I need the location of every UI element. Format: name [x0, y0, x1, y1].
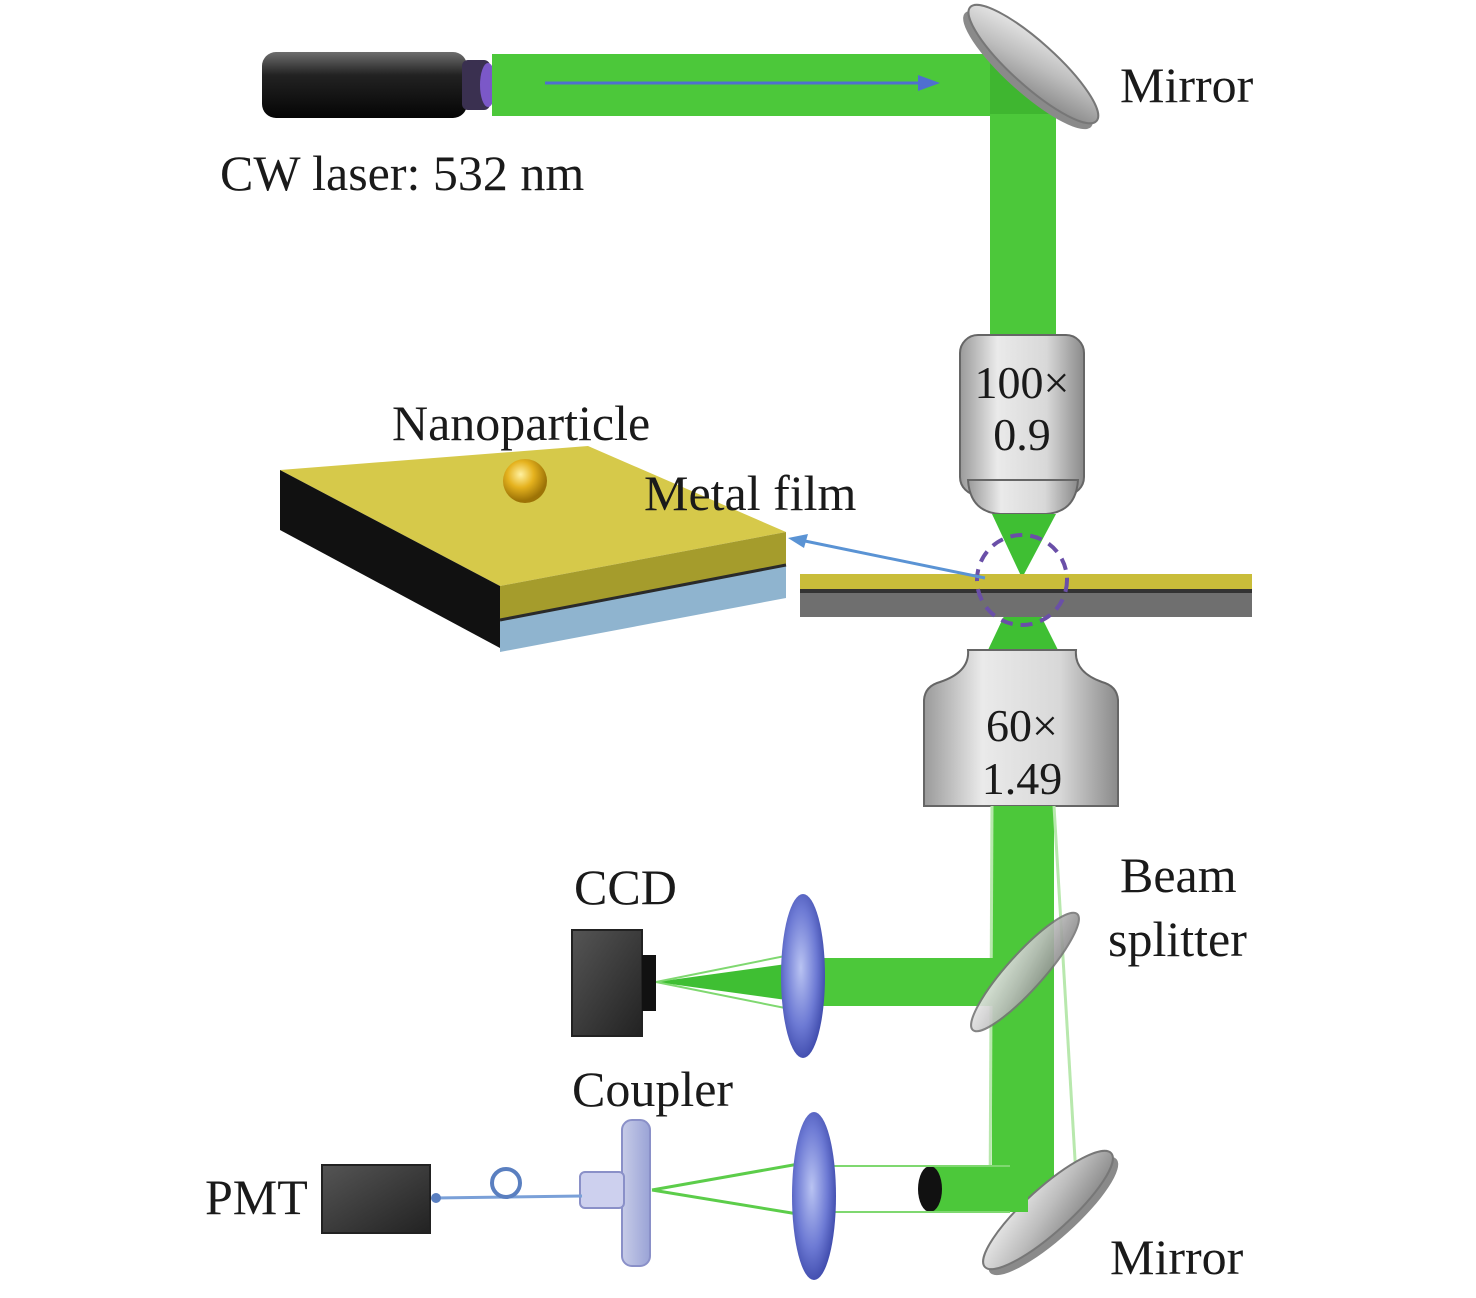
- mirror-bottom-icon: [982, 1149, 1119, 1276]
- laser-beam-horizontal: [492, 54, 1002, 116]
- focus-cone-top: [992, 514, 1056, 578]
- laser-label: CW laser: 532 nm: [220, 145, 585, 201]
- beam-splitter-label-line2: splitter: [1108, 911, 1247, 967]
- objective-top-mag-label: 100×: [974, 357, 1070, 408]
- ccd-focus-cone: [656, 960, 815, 1004]
- laser-beam-vertical: [990, 114, 1056, 344]
- pmt-label: PMT: [205, 1169, 308, 1225]
- beam-direction-arrowhead: [918, 75, 940, 91]
- objective-bottom-mag-label: 60×: [986, 700, 1058, 751]
- zoom-arrow: [799, 538, 986, 580]
- objective-bottom-na-label: 1.49: [981, 753, 1063, 804]
- metal-film-label: Metal film: [644, 465, 857, 521]
- laser-icon: [262, 52, 496, 118]
- film-substrate-layer: [800, 591, 1252, 617]
- fiber-icon: [431, 1167, 583, 1203]
- nanoparticle-icon: [503, 459, 547, 503]
- ccd-lens-icon: [781, 894, 825, 1058]
- coupler-icon: [579, 1119, 651, 1267]
- ccd-camera-icon: [571, 929, 656, 1037]
- nanoparticle-label: Nanoparticle: [392, 395, 651, 451]
- ccd-beam: [815, 958, 1007, 1006]
- beam-splitter-icon: [970, 911, 1080, 1033]
- beam-splitter-label-line1: Beam: [1120, 847, 1237, 903]
- metal-film-block: [280, 446, 787, 652]
- zoom-arrowhead: [788, 534, 808, 548]
- mirror-top-label: Mirror: [1120, 57, 1254, 113]
- mirror-bottom-label: Mirror: [1110, 1229, 1244, 1285]
- coupler-lens-icon: [792, 1112, 836, 1280]
- objective-top-na-label: 0.9: [993, 409, 1051, 460]
- pmt-icon: [321, 1164, 431, 1234]
- focus-region-marker: [975, 533, 1069, 627]
- coupler-label: Coupler: [572, 1061, 734, 1117]
- film-gold-layer: [800, 574, 1252, 591]
- mirror-top-icon: [963, 3, 1100, 130]
- ccd-label: CCD: [574, 859, 677, 915]
- objective-60x-icon: [923, 649, 1119, 807]
- pmt-beam: [928, 1166, 1028, 1212]
